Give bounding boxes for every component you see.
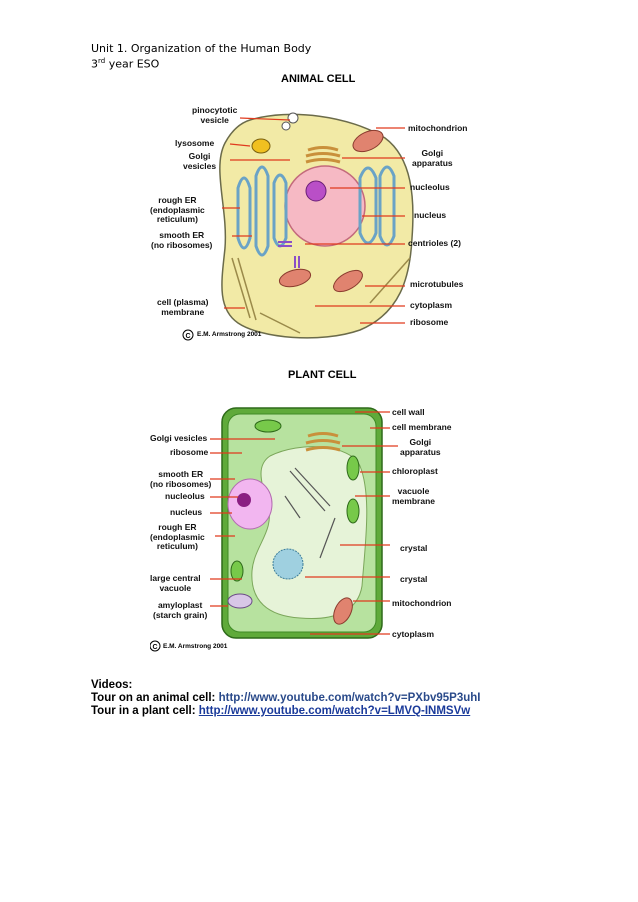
label-mitochondrion-plant: mitochondrion [392, 598, 452, 608]
label-lysosome: lysosome [175, 138, 215, 148]
label-cell-membrane: cell membrane [392, 422, 452, 432]
label-cell-plasma-membrane: cell (plasma)membrane [157, 297, 209, 317]
video-animal-row: Tour on an animal cell: http://www.youtu… [91, 691, 480, 705]
svg-text:C: C [153, 644, 158, 651]
videos-heading: Videos: [91, 679, 133, 691]
label-cytoplasm-animal: cytoplasm [410, 300, 453, 310]
plant-copyright: E.M. Armstrong 2001 [163, 643, 228, 650]
label-nucleolus-animal: nucleolus [410, 182, 450, 192]
label-amyloplast: amyloplast(starch grain) [153, 600, 208, 620]
label-crystal-1: crystal [400, 543, 428, 553]
label-microtubules: microtubules [410, 279, 464, 289]
animal-copyright: E.M. Armstrong 2001 [197, 331, 262, 338]
label-cell-wall: cell wall [392, 407, 425, 417]
label-smooth-er-animal: smooth ER(no ribosomes) [151, 230, 213, 250]
video-animal-label: Tour on an animal cell: [91, 692, 216, 704]
label-ribosome-plant: ribosome [170, 447, 209, 457]
label-nucleus-plant: nucleus [170, 507, 203, 517]
label-nucleolus-plant: nucleolus [165, 491, 205, 501]
plant-cell-title: PLANT CELL [288, 369, 357, 381]
video-plant-link[interactable]: http://www.youtube.com/watch?v=LMVQ-INMS… [198, 705, 471, 717]
document-header-unit: Unit 1. Organization of the Human Body [91, 42, 312, 55]
animal-cell-diagram: C [182, 112, 414, 341]
plant-cell-diagram: C [150, 407, 398, 652]
label-cytoplasm-plant: cytoplasm [392, 629, 435, 639]
label-mitochondrion-animal: mitochondrion [408, 123, 468, 133]
video-plant-row: Tour in a plant cell: http://www.youtube… [91, 704, 470, 718]
label-golgi-vesicles-plant: Golgi vesicles [150, 433, 208, 443]
label-centrioles: centrioles (2) [408, 238, 461, 248]
svg-text:C: C [186, 333, 191, 340]
label-nucleus-animal: nucleus [414, 210, 447, 220]
animal-cell-title: ANIMAL CELL [281, 73, 356, 85]
label-chloroplast: chloroplast [392, 466, 438, 476]
video-plant-label: Tour in a plant cell: [91, 705, 196, 717]
video-animal-link[interactable]: http://www.youtube.com/watch?v=PXbv95P3u… [218, 692, 481, 704]
label-ribosome-animal: ribosome [410, 317, 449, 327]
label-smooth-er-plant: smooth ER(no ribosomes) [150, 469, 212, 489]
document-header-course: 3rd year ESO [91, 57, 160, 71]
label-crystal-2: crystal [400, 574, 428, 584]
